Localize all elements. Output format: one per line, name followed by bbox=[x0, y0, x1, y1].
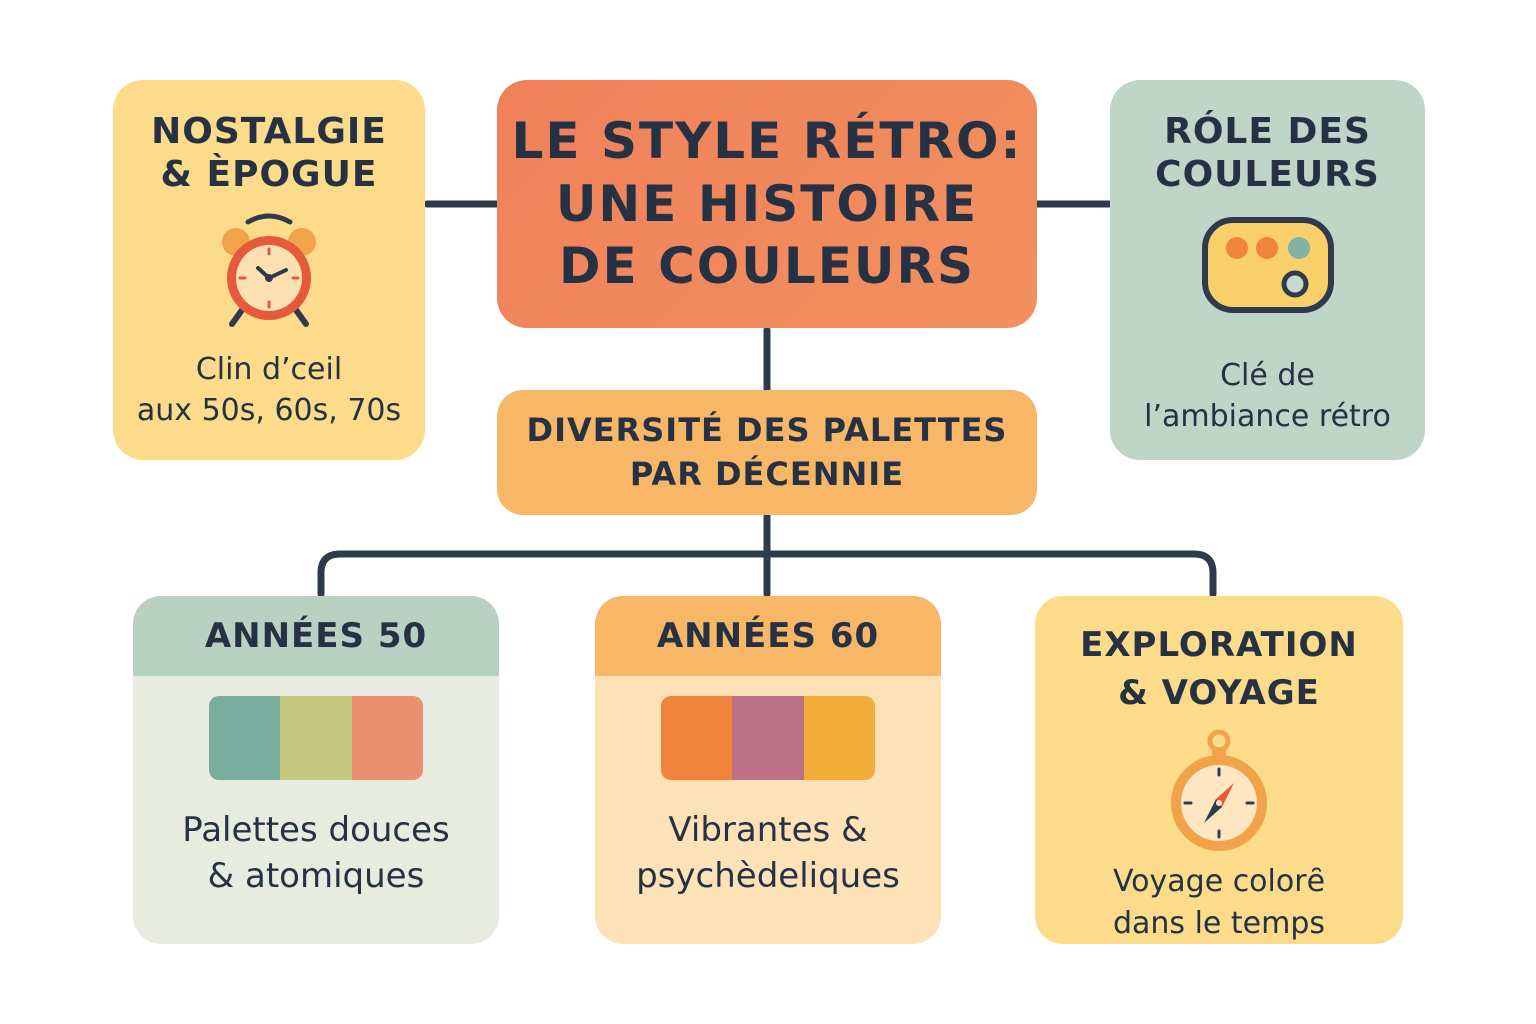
exploration-heading-line1: EXPLORATION bbox=[1080, 625, 1358, 665]
nostalgie-text-line1: Clin d’ceil bbox=[195, 352, 343, 388]
nostalgie-heading: NOSTALGIE & ÈPOGUE bbox=[151, 110, 387, 196]
annees60-card: ANNÉES 60 Vibrantes & psychèdeliques bbox=[595, 596, 941, 944]
exploration-heading: EXPLORATION & VOYAGE bbox=[1080, 622, 1358, 717]
annees60-text: Vibrantes & psychèdeliques bbox=[636, 808, 900, 900]
annees50-text-line1: Palettes douces bbox=[182, 810, 450, 850]
annees60-swatch-1 bbox=[661, 696, 733, 780]
main-title: LE STYLE RÉTRO: UNE HISTOIRE DE COULEURS bbox=[512, 110, 1023, 298]
main-title-line1: LE STYLE RÉTRO: bbox=[511, 112, 1023, 171]
annees60-heading: ANNÉES 60 bbox=[595, 596, 941, 676]
role-text-line2: l’ambiance rétro bbox=[1144, 398, 1391, 434]
role-heading-line2: COULEURS bbox=[1155, 154, 1380, 196]
nostalgie-text-line2: aux 50s, 60s, 70s bbox=[136, 392, 402, 428]
exploration-card: EXPLORATION & VOYAGE Voyage colorȇ dans … bbox=[1035, 596, 1403, 944]
annees60-swatches bbox=[661, 696, 875, 780]
exploration-text-line1: Voyage colorȇ bbox=[1112, 864, 1326, 900]
nostalgie-text: Clin d’ceil aux 50s, 60s, 70s bbox=[137, 350, 401, 431]
annees50-swatches bbox=[209, 696, 423, 780]
annees50-heading: ANNÉES 50 bbox=[133, 596, 499, 676]
annees60-text-line2: psychèdeliques bbox=[636, 855, 900, 896]
role-text-line1: Clé de bbox=[1220, 358, 1315, 394]
annees60-text-line1: Vibrantes & bbox=[668, 810, 868, 850]
main-title-line3: DE COULEURS bbox=[559, 237, 975, 296]
annees60-swatch-3 bbox=[803, 696, 875, 780]
color-palette-icon bbox=[1201, 216, 1335, 326]
annees60-swatch-2 bbox=[732, 696, 804, 780]
nostalgie-box: NOSTALGIE & ÈPOGUE Clin d’ceil aux 50s, … bbox=[113, 80, 425, 460]
exploration-text: Voyage colorȇ dans le temps bbox=[1113, 861, 1325, 945]
annees50-text-line2: & atomiques bbox=[207, 855, 425, 896]
role-heading: RÓLE DES COULEURS bbox=[1155, 110, 1380, 196]
annees50-swatch-2 bbox=[280, 696, 352, 780]
annees50-swatch-3 bbox=[351, 696, 423, 780]
role-text: Clé de l’ambiance rétro bbox=[1144, 356, 1391, 437]
alarm-clock-icon bbox=[214, 208, 324, 338]
annees50-text: Palettes douces & atomiques bbox=[182, 808, 450, 900]
connector-branch-annees50 bbox=[317, 550, 771, 598]
title-box: LE STYLE RÉTRO: UNE HISTOIRE DE COULEURS bbox=[497, 80, 1037, 328]
annees50-swatch-1 bbox=[209, 696, 281, 780]
exploration-heading-line2: & VOYAGE bbox=[1118, 672, 1320, 713]
diversite-heading: DIVERSITÉ DES PALETTES PAR DÉCENNIE bbox=[527, 409, 1008, 495]
compass-icon bbox=[1164, 727, 1274, 853]
main-title-line2: UNE HISTOIRE bbox=[555, 174, 979, 233]
diversite-heading-line1: DIVERSITÉ DES PALETTES bbox=[526, 411, 1008, 450]
nostalgie-heading-line2: & ÈPOGUE bbox=[160, 154, 378, 196]
diversite-box: DIVERSITÉ DES PALETTES PAR DÉCENNIE bbox=[497, 390, 1037, 515]
nostalgie-heading-line1: NOSTALGIE bbox=[151, 111, 387, 152]
role-box: RÓLE DES COULEURS Clé de l’ambiance rétr… bbox=[1110, 80, 1425, 460]
connector-branch-exploration bbox=[763, 550, 1217, 598]
annees50-card: ANNÉES 50 Palettes douces & atomiques bbox=[133, 596, 499, 944]
role-heading-line1: RÓLE DES bbox=[1164, 111, 1371, 152]
diversite-heading-line2: PAR DÉCENNIE bbox=[629, 454, 905, 493]
exploration-text-line2: dans le temps bbox=[1112, 906, 1326, 942]
